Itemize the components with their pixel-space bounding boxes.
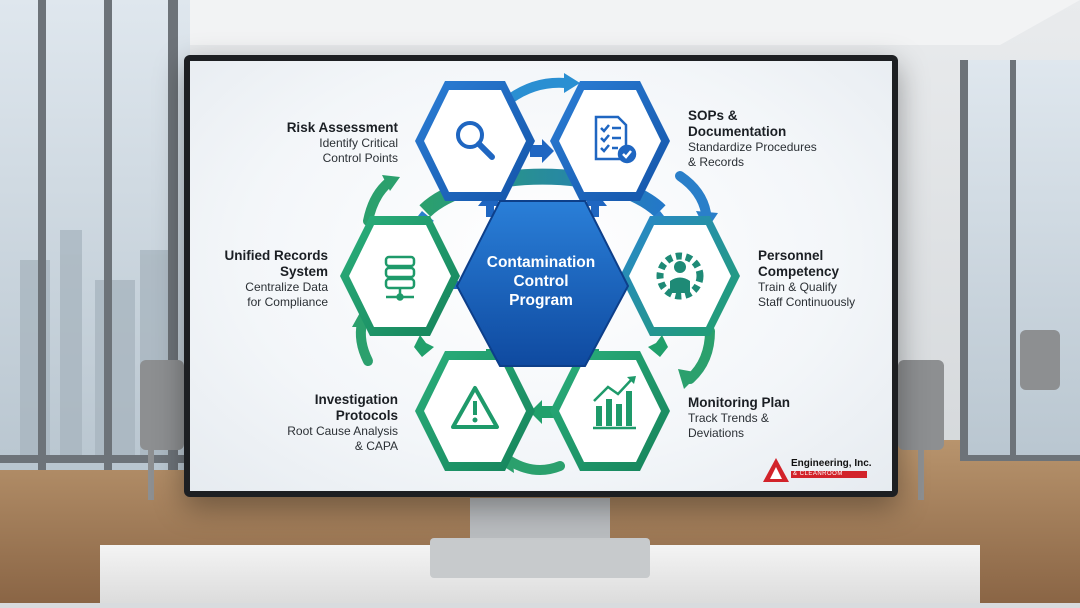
company-logo: Engineering, Inc. & CLEANROOM [763, 456, 887, 484]
logo-subtitle: & CLEANROOM [791, 471, 867, 478]
node-desc-1: Root Cause Analysis [287, 424, 398, 438]
node-title-1: SOPs & [688, 108, 738, 123]
node-title-2: System [279, 264, 328, 279]
center-label: Contamination Control Program [468, 253, 614, 310]
node-sops-documentation [550, 81, 670, 201]
label-sops-documentation: SOPs & Documentation Standardize Procedu… [688, 108, 878, 170]
arrow-records-to-risk [363, 178, 393, 226]
person-gear-icon [656, 252, 704, 300]
node-title-2: Competency [758, 264, 840, 279]
node-desc-1: Identify Critical [319, 136, 398, 150]
node-personnel-competency [620, 216, 740, 336]
node-desc-1: Standardize Procedures [688, 140, 817, 154]
node-desc-2: Deviations [688, 426, 745, 440]
bar-chart-trend-icon [593, 376, 636, 430]
node-title-1: Unified Records [224, 248, 328, 263]
arrow-sops-to-personnel [675, 171, 711, 218]
screen: Contamination Control Program Risk Asses… [190, 61, 892, 491]
node-desc-2: for Compliance [247, 295, 328, 309]
logo-triangle-icon [763, 458, 789, 482]
center-line-2: Control [513, 273, 569, 290]
monitor: Contamination Control Program Risk Asses… [184, 55, 898, 497]
label-personnel-competency: Personnel Competency Train & Qualify Sta… [758, 248, 888, 310]
center-line-1: Contamination [486, 254, 596, 271]
node-desc-2: & Records [688, 155, 745, 169]
logo-name: Engineering, Inc. [791, 458, 872, 469]
node-title: Monitoring Plan [688, 395, 790, 410]
label-unified-records: Unified Records System Centralize Data f… [190, 248, 328, 310]
node-title-2: Documentation [688, 124, 787, 139]
node-title: Risk Assessment [286, 120, 398, 135]
arrow-monitoring-to-investigation [505, 456, 565, 475]
node-risk-assessment [415, 81, 535, 201]
label-risk-assessment: Risk Assessment Identify Critical Contro… [230, 120, 398, 166]
contamination-control-diagram [340, 73, 740, 475]
node-desc-2: & CAPA [354, 439, 398, 453]
node-desc-2: Staff Continuously [758, 295, 856, 309]
node-desc-2: Control Points [322, 151, 398, 165]
arrow-risk-to-sops [505, 77, 570, 104]
node-desc-1: Track Trends & [688, 411, 769, 425]
label-monitoring-plan: Monitoring Plan Track Trends & Deviation… [688, 395, 868, 441]
node-title-1: Personnel [758, 248, 824, 263]
database-icon [384, 255, 416, 301]
node-desc-1: Centralize Data [245, 280, 328, 294]
label-investigation-protocols: Investigation Protocols Root Cause Analy… [230, 392, 398, 454]
magnifier-icon [456, 121, 495, 160]
center-hex [455, 200, 630, 367]
warning-triangle-icon [451, 386, 499, 429]
node-title-2: Protocols [335, 408, 398, 423]
checklist-document-icon [594, 115, 637, 164]
node-title-1: Investigation [314, 392, 398, 407]
center-line-3: Program [509, 292, 573, 309]
node-desc-1: Train & Qualify [758, 280, 837, 294]
